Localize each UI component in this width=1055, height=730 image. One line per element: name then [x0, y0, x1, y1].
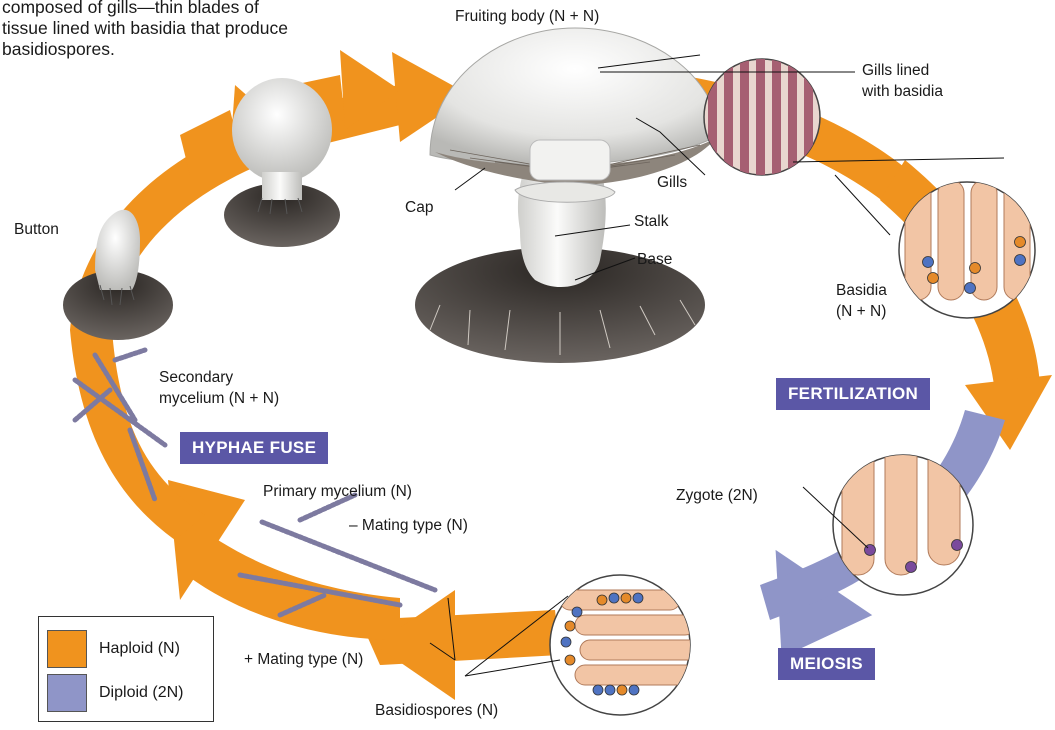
legend-diploid-label: Diploid (2N) — [99, 684, 183, 702]
gills-magnified-circle — [704, 55, 820, 185]
label-secondary-2: mycelium (N + N) — [159, 388, 279, 409]
label-gills-lined-1: Gills lined — [862, 60, 929, 81]
label-button: Button — [14, 219, 59, 240]
haploid-swatch — [47, 630, 87, 668]
diploid-swatch — [47, 674, 87, 712]
basidiospores-magnified-circle — [550, 575, 700, 715]
stage-meiosis: MEIOSIS — [778, 648, 875, 680]
figure-caption: composed of gills—thin blades of tissue … — [2, 0, 362, 60]
caption-line-3: basidiospores. — [2, 39, 362, 60]
caption-line-2: tissue lined with basidia that produce — [2, 18, 362, 39]
label-gills-lined-2: with basidia — [862, 81, 943, 102]
legend-haploid-label: Haploid (N) — [99, 640, 180, 658]
label-gills: Gills — [657, 172, 687, 193]
label-zygote: Zygote (2N) — [676, 485, 758, 506]
label-cap: Cap — [405, 197, 433, 218]
stage-hyphae-fuse: HYPHAE FUSE — [180, 432, 328, 464]
basidia-magnified-circle — [899, 180, 1055, 318]
label-basidiospores: Basidiospores (N) — [375, 700, 498, 721]
label-plus-mating-type: + Mating type (N) — [244, 649, 363, 670]
label-stalk: Stalk — [634, 211, 668, 232]
mature-mushroom — [415, 28, 720, 363]
label-basidia-2: (N + N) — [836, 301, 886, 322]
legend: Haploid (N) Diploid (2N) — [38, 616, 214, 722]
label-minus-mating-type: – Mating type (N) — [349, 515, 468, 536]
legend-item-diploid: Diploid (2N) — [47, 675, 183, 711]
caption-line-1: composed of gills—thin blades of — [2, 0, 362, 18]
label-base: Base — [637, 249, 672, 270]
legend-item-haploid: Haploid (N) — [47, 631, 180, 667]
label-basidia-1: Basidia — [836, 280, 887, 301]
stage-fertilization: FERTILIZATION — [776, 378, 930, 410]
label-secondary-1: Secondary — [159, 367, 233, 388]
label-primary-mycelium: Primary mycelium (N) — [263, 481, 412, 502]
label-fruiting-body: Fruiting body (N + N) — [455, 6, 599, 27]
